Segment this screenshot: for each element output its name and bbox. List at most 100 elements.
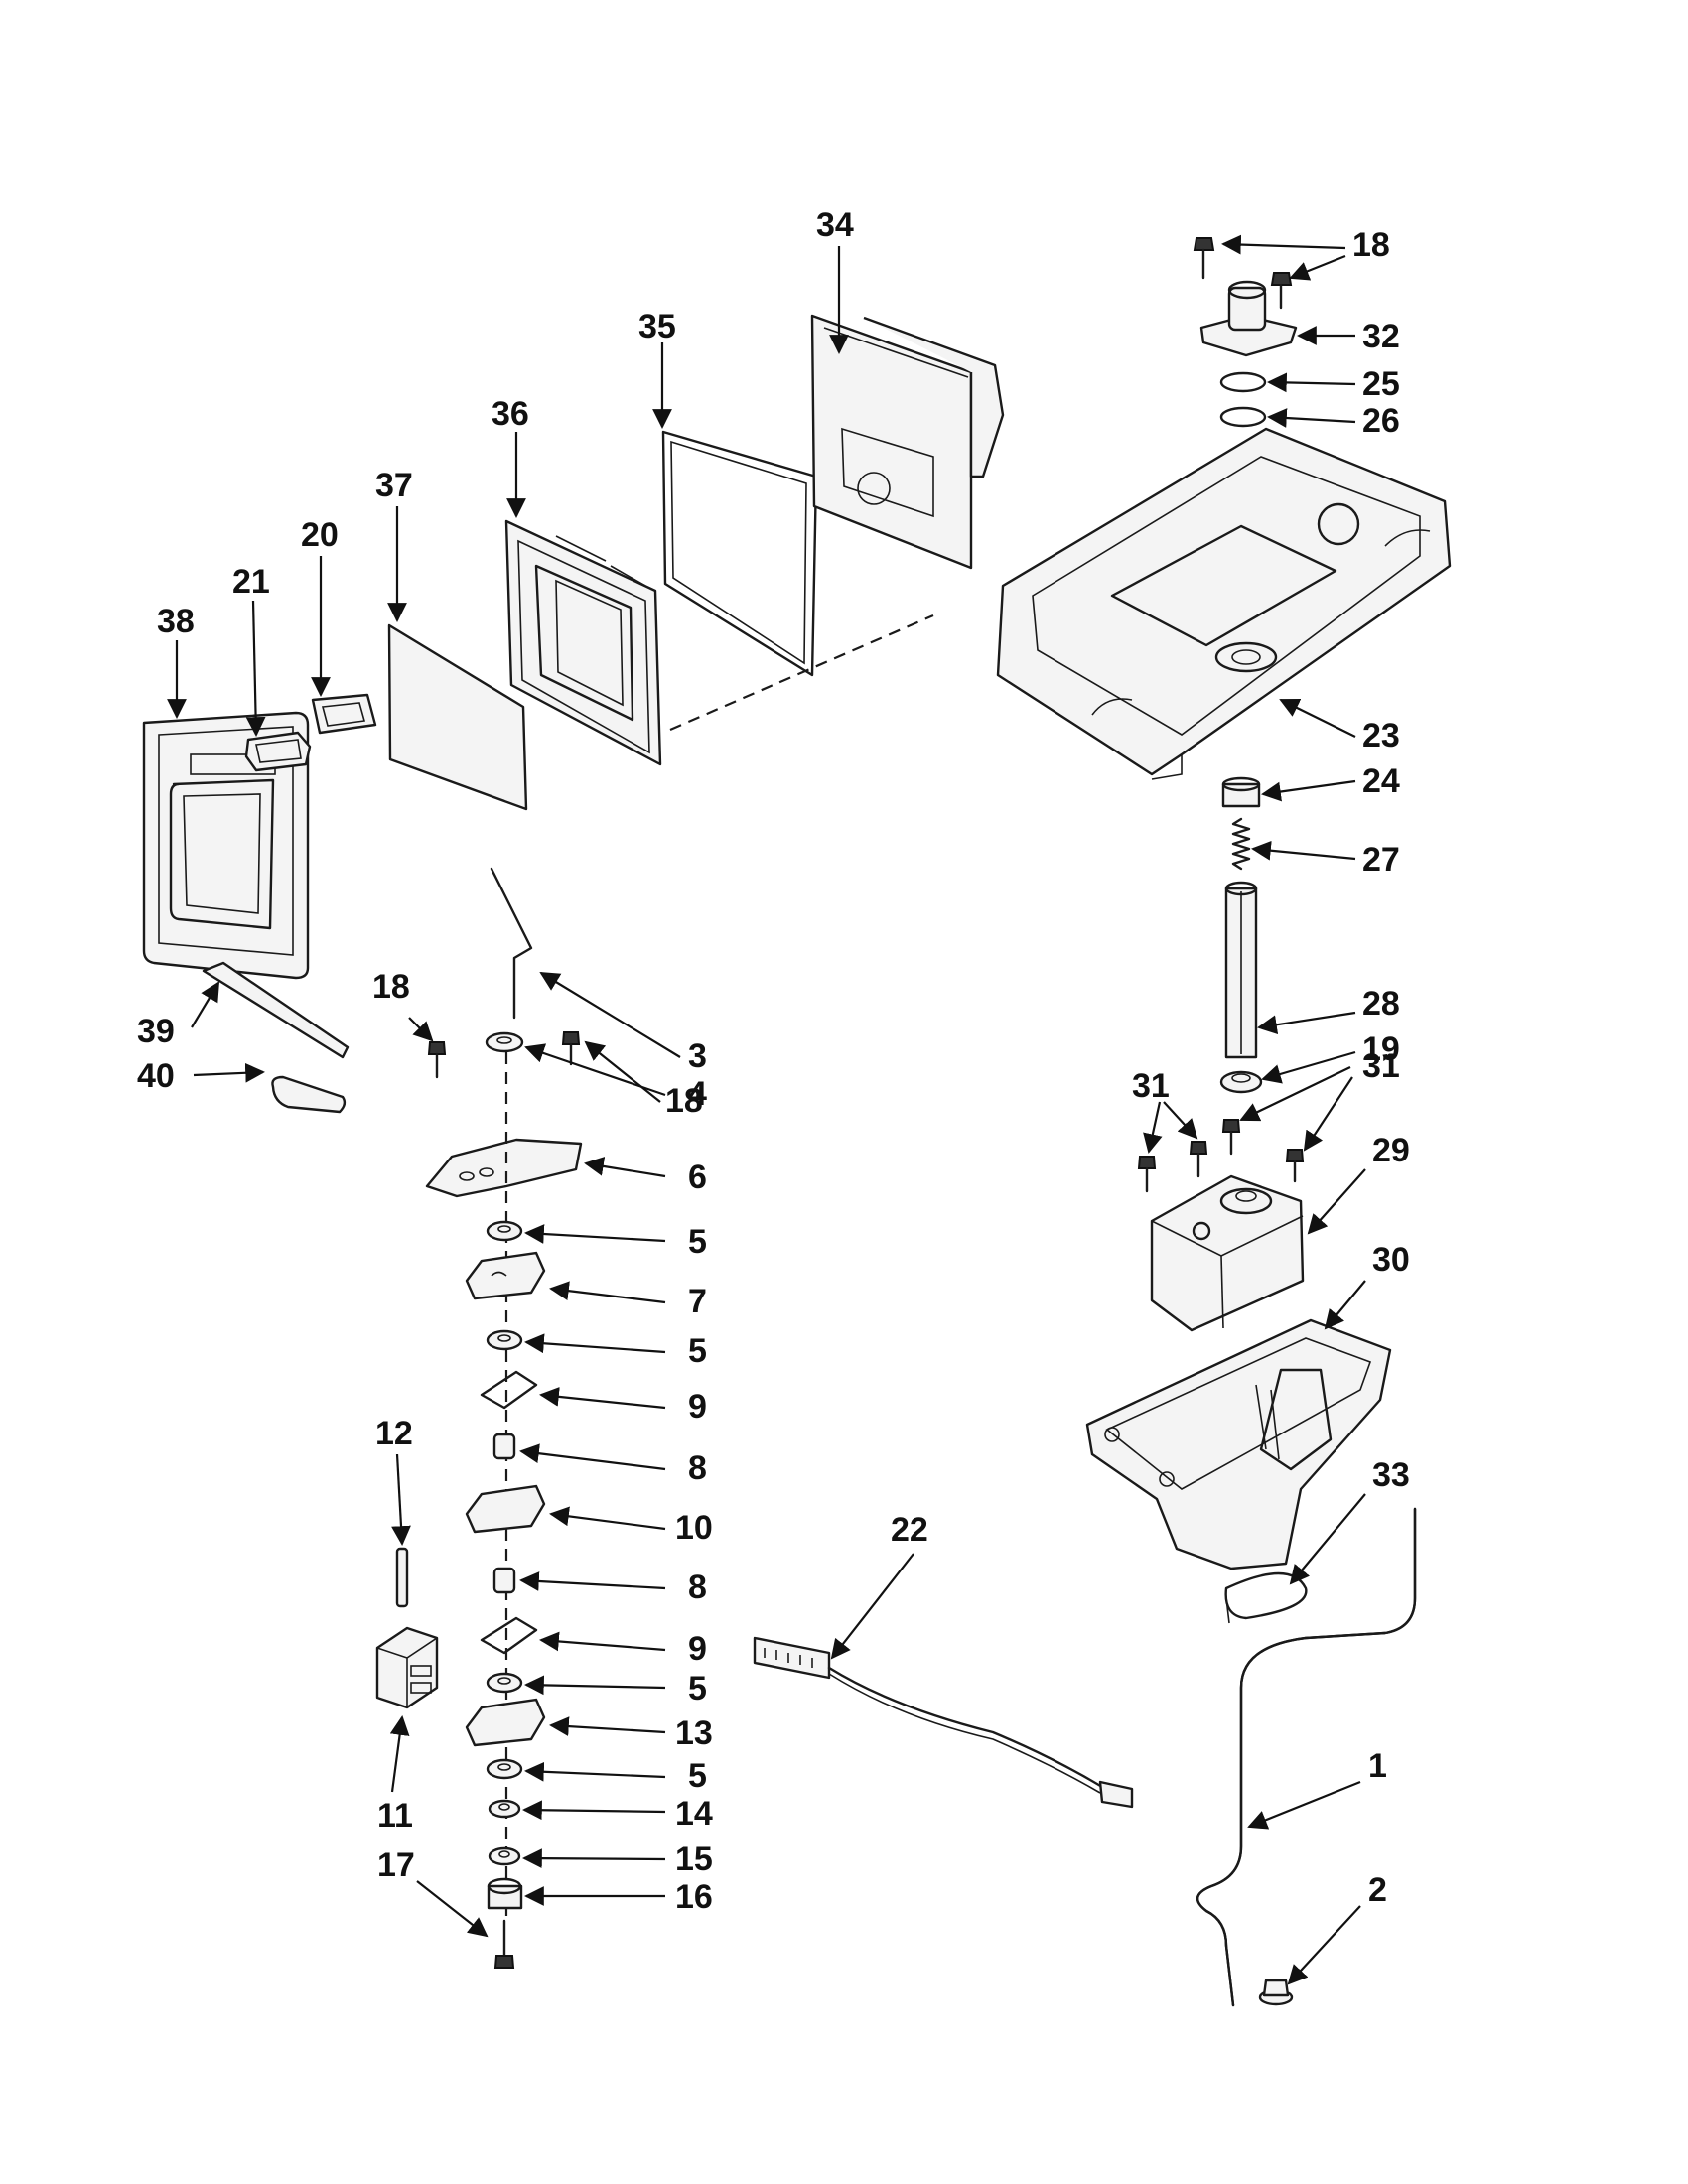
callout-c15: 15 [675,1841,713,1878]
callout-c5a: 5 [688,1223,707,1261]
part-30-auger-housing [1085,1318,1392,1570]
callout-c27: 27 [1362,841,1400,879]
callout-c34: 34 [816,206,854,244]
part-1-water-tube [1196,1507,1417,2007]
part-35-gasket [661,430,818,677]
part-13-cam [465,1698,546,1747]
callout-c9a: 9 [688,1388,707,1426]
part-18-screw-top-right [1270,272,1293,310]
part-40-drip-tray [271,1075,347,1114]
callout-c5b: 5 [688,1332,707,1370]
part-23-ice-bucket-housing [996,427,1452,780]
part-15-washer [488,1846,521,1866]
part-22-wire-harness [753,1636,1134,1809]
callout-c14: 14 [675,1795,713,1833]
callout-c30: 30 [1372,1241,1410,1279]
callout-c20: 20 [301,516,339,554]
callout-c32: 32 [1362,318,1400,355]
part-6-mounting-plate [425,1138,583,1198]
part-12-pin [395,1547,409,1608]
part-31-screw-4 [1285,1149,1305,1183]
assembly-line-door [669,614,934,732]
part-5-spacer-2 [486,1329,523,1351]
part-20-switch-cover [311,693,377,735]
part-14-washer [488,1799,521,1819]
part-31-screw-2 [1189,1141,1208,1178]
part-26-ring [1219,406,1267,428]
callout-c39: 39 [137,1013,175,1050]
callout-c8b: 8 [688,1569,707,1606]
part-5-spacer-3 [486,1672,523,1694]
callout-labels: 1234555567889910111213141516171818181920… [137,206,1410,1916]
callout-c23: 23 [1362,717,1400,754]
callout-c33: 33 [1372,1456,1410,1494]
part-3-actuator-rod [490,867,533,1020]
part-11-switch [375,1626,439,1709]
part-24-coupler [1221,776,1261,808]
callout-c17: 17 [377,1846,415,1884]
part-25-ring [1219,371,1267,393]
callout-c24: 24 [1362,762,1400,800]
part-8-bushing-2 [492,1567,516,1594]
part-21-dispenser-lever [244,731,312,772]
callout-c31b: 31 [1362,1047,1400,1085]
part-10-cam [465,1484,546,1534]
callout-c4: 4 [688,1075,707,1113]
part-9-spring-2 [480,1616,538,1655]
part-16-bushing [487,1877,523,1910]
part-8-bushing-1 [492,1433,516,1460]
callout-c1: 1 [1368,1747,1387,1785]
callout-c25: 25 [1362,365,1400,403]
part-39-trim-strip [202,961,350,1059]
part-37-plate [387,623,528,811]
callout-c22: 22 [891,1511,928,1549]
callout-c21: 21 [232,563,270,601]
part-9-spring-1 [480,1370,538,1410]
part-27-spring [1231,817,1251,871]
callout-c29: 29 [1372,1132,1410,1169]
callout-c10: 10 [675,1509,713,1547]
callout-c18a: 18 [372,968,410,1006]
part-17-screw [493,1919,515,1969]
part-19-bearing [1219,1070,1263,1094]
callout-c11: 11 [377,1797,413,1835]
callout-c36: 36 [492,395,529,433]
callout-c19: 19 [1362,1030,1400,1068]
callout-c6: 6 [688,1159,707,1196]
callout-c26: 26 [1362,402,1400,440]
callout-c38: 38 [157,603,195,640]
part-18-screw-left-a [427,1041,447,1079]
callout-c16: 16 [675,1878,713,1916]
callout-c13: 13 [675,1714,713,1752]
leader-arrows [167,234,1366,1985]
part-34-ice-duct-housing [810,314,1005,570]
callout-c2: 2 [1368,1871,1387,1909]
callout-c40: 40 [137,1057,175,1095]
callout-c9b: 9 [688,1630,707,1668]
part-2-fitting [1258,1979,1294,2006]
callout-c5d: 5 [688,1757,707,1795]
callout-c12: 12 [375,1415,413,1452]
part-18-screw-left-b [561,1031,581,1066]
callout-c5c: 5 [688,1670,707,1707]
part-28-auger-shaft [1224,881,1258,1059]
callout-c18c: 18 [1352,226,1390,264]
part-7-cam [465,1251,546,1300]
callout-c37: 37 [375,467,413,504]
part-4-washer [485,1031,524,1053]
callout-c7: 7 [688,1283,707,1320]
part-31-screw-3 [1221,1119,1241,1156]
part-5-spacer-4 [486,1758,523,1780]
part-33-clamp [1224,1571,1308,1624]
callout-c35: 35 [638,308,676,345]
callout-c28: 28 [1362,985,1400,1023]
part-31-screw-1 [1137,1156,1157,1193]
part-29-auger-motor [1150,1174,1305,1332]
part-18-screw-top-left [1193,237,1215,280]
callout-c8a: 8 [688,1449,707,1487]
callout-c18b: 18 [665,1082,703,1120]
callout-c3: 3 [688,1037,707,1075]
part-32-flange [1199,280,1298,357]
callout-c31a: 31 [1132,1067,1170,1105]
